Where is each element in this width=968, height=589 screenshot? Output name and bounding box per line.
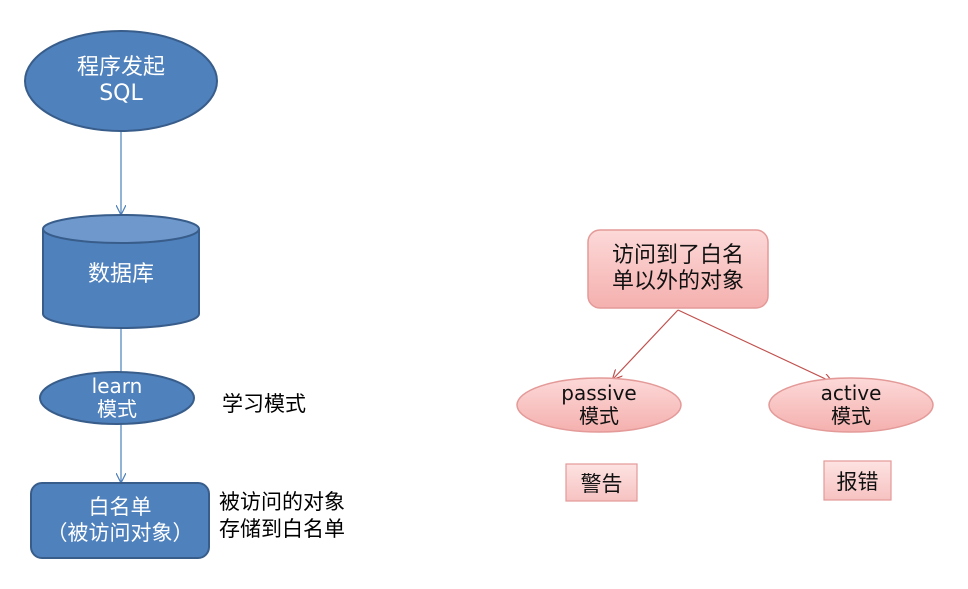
- warning-label: 警告: [580, 471, 623, 496]
- root-node-line2: 单以外的对象: [611, 269, 744, 294]
- connector-root-to-active: [677, 309, 832, 382]
- start-ellipse: [24, 30, 218, 132]
- active-ellipse: [768, 377, 934, 433]
- start-node-line2: SQL: [99, 81, 143, 106]
- warning-box: [565, 463, 638, 502]
- learn-node-label: learn 模式: [40, 371, 194, 425]
- root-node-line1: 访问到了白名: [611, 242, 744, 268]
- root-node-label: 访问到了白名 单以外的对象: [588, 230, 768, 308]
- learn-mode-note: 学习模式: [222, 392, 306, 416]
- error-label: 报错: [836, 469, 879, 494]
- passive-node-line2: 模式: [579, 404, 619, 428]
- learn-node-line1: learn: [91, 374, 143, 398]
- passive-ellipse: [516, 377, 682, 433]
- whitelist-node-line1: 白名单: [88, 495, 152, 520]
- active-node-line1: active: [820, 381, 882, 405]
- learn-node-line2: 模式: [97, 397, 137, 421]
- whitelist-note-line1: 被访问的对象: [219, 490, 345, 514]
- active-node-line2: 模式: [831, 404, 871, 428]
- database-label: 数据库: [87, 261, 154, 287]
- database-node-label: 数据库: [43, 250, 199, 300]
- whitelist-node-line2: （被访问对象）: [46, 520, 194, 545]
- whitelist-box: [30, 482, 210, 559]
- whitelist-note: 被访问的对象 存储到白名单: [219, 489, 345, 544]
- active-node-label: active 模式: [769, 378, 933, 432]
- passive-node-label: passive 模式: [517, 378, 681, 432]
- passive-node-line1: passive: [561, 381, 637, 405]
- database-cylinder: [42, 214, 200, 329]
- root-box: [587, 229, 769, 309]
- learn-ellipse: [39, 371, 195, 425]
- start-node-line1: 程序发起: [76, 54, 165, 80]
- connector-root-to-passive: [613, 309, 679, 379]
- whitelist-note-line2: 存储到白名单: [219, 517, 345, 542]
- start-node-label: 程序发起 SQL: [25, 31, 217, 131]
- error-box: [823, 460, 892, 501]
- whitelist-node-label: 白名单 （被访问对象）: [31, 483, 209, 558]
